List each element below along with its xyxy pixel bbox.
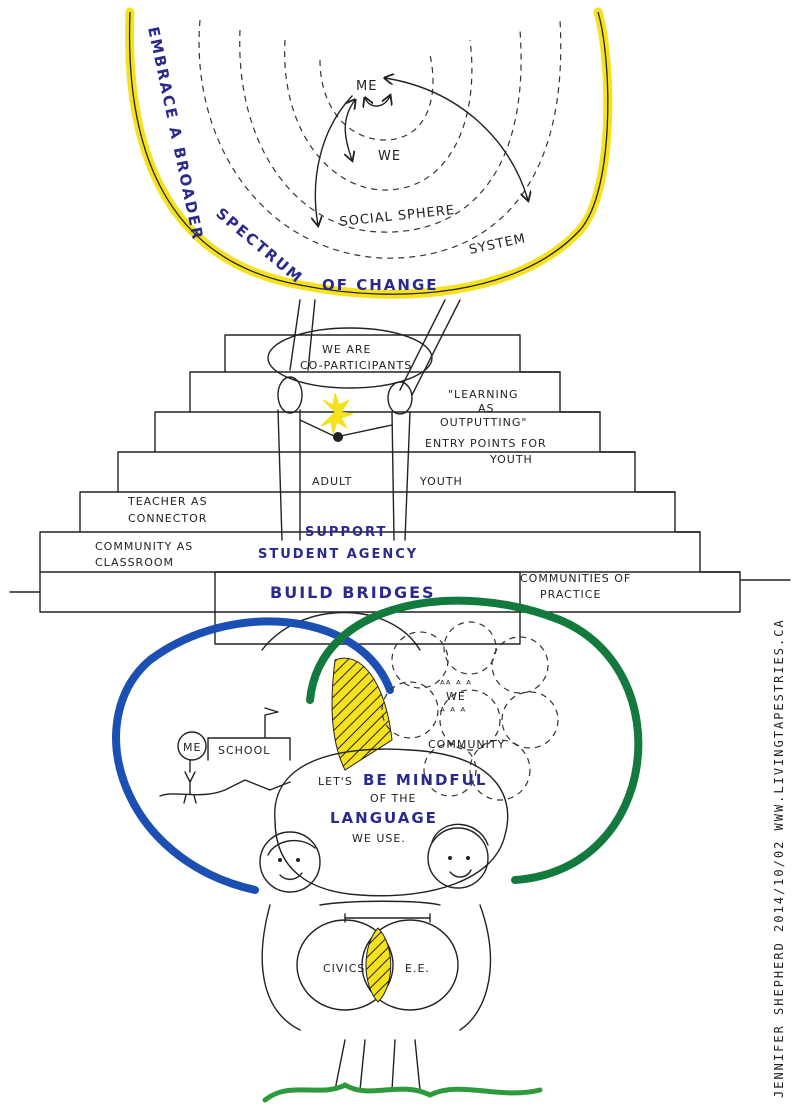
level-me: ME	[356, 79, 377, 94]
mindful-line-4: LANGUAGE	[330, 809, 438, 827]
note-learning-3: OUTPUTTING"	[440, 416, 527, 429]
grass	[262, 1082, 543, 1103]
venn-left-circle	[112, 617, 394, 894]
mindful-bubble: LET'S BE MINDFUL OF THE LANGUAGE WE USE.	[274, 748, 509, 897]
level-social-sphere: SOCIAL SPHERE	[339, 203, 456, 230]
venn-overlap	[331, 657, 393, 771]
ring-me	[319, 54, 434, 141]
note-learning-1: "LEARNING	[448, 388, 519, 401]
spectrum-title-part3: OF CHANGE	[322, 276, 439, 294]
mindful-line-1: LET'S	[318, 775, 353, 788]
venn-diagram: ME SCHOOL WE COMMUNITY ᴬᴬ ᴬ ᴬ ᴬ ᴬ ᴬ	[112, 596, 643, 894]
note-entry-2: YOUTH	[489, 453, 533, 466]
svg-text:ᴬ ᴬ ᴬ: ᴬ ᴬ ᴬ	[440, 705, 466, 718]
adult-and-youth-figures: WE ARE CO-PARTICIPANTS	[267, 299, 461, 541]
mindful-line-2: BE MINDFUL	[363, 771, 487, 789]
venn-we: WE	[446, 690, 466, 703]
note-community-2: CLASSROOM	[95, 556, 174, 569]
venn-right-circle	[306, 596, 643, 884]
mindful-line-3: OF THE	[370, 792, 416, 805]
note-support-1: SUPPORT	[305, 525, 387, 540]
level-we: WE	[378, 149, 401, 164]
note-community-1: COMMUNITY AS	[95, 540, 193, 553]
credit-text: JENNIFER SHEPHERD 2014/10/02 WWW.LIVINGT…	[772, 618, 786, 1098]
note-teacher-2: CONNECTOR	[128, 512, 207, 525]
note-learning-2: AS	[478, 402, 495, 415]
note-build-bridges: BUILD BRIDGES	[270, 583, 436, 602]
note-teacher-1: TEACHER AS	[127, 495, 208, 508]
civics-label: CIVICS	[323, 962, 365, 975]
spectrum-of-change-circle: ME WE SOCIAL SPHERE SYSTEM EMBRACE A BRO…	[125, 7, 613, 299]
venn-community: COMMUNITY	[428, 738, 505, 751]
two-people: CIVICS E.E.	[259, 823, 543, 1103]
svg-text:ᴬᴬ ᴬ ᴬ: ᴬᴬ ᴬ ᴬ	[440, 678, 472, 691]
ring-we	[284, 39, 473, 191]
venn-me: ME	[183, 741, 201, 754]
note-entry-1: ENTRY POINTS FOR	[425, 437, 547, 450]
bubble-line-2: CO-PARTICIPANTS	[300, 359, 412, 372]
mindful-line-5: WE USE.	[352, 832, 406, 845]
note-practice-1: COMMUNITIES OF	[520, 572, 631, 585]
level-system: SYSTEM	[468, 231, 528, 258]
ee-label: E.E.	[405, 962, 430, 975]
venn-school: SCHOOL	[218, 744, 270, 757]
bubble-line-1: WE ARE	[322, 343, 371, 356]
note-adult: ADULT	[312, 475, 352, 488]
note-practice-2: PRACTICE	[540, 588, 601, 601]
note-support-2: STUDENT AGENCY	[258, 547, 418, 562]
note-youth: YOUTH	[419, 475, 463, 488]
ring-social-sphere	[239, 29, 522, 233]
stairs	[9, 334, 791, 645]
ring-system	[198, 19, 562, 259]
